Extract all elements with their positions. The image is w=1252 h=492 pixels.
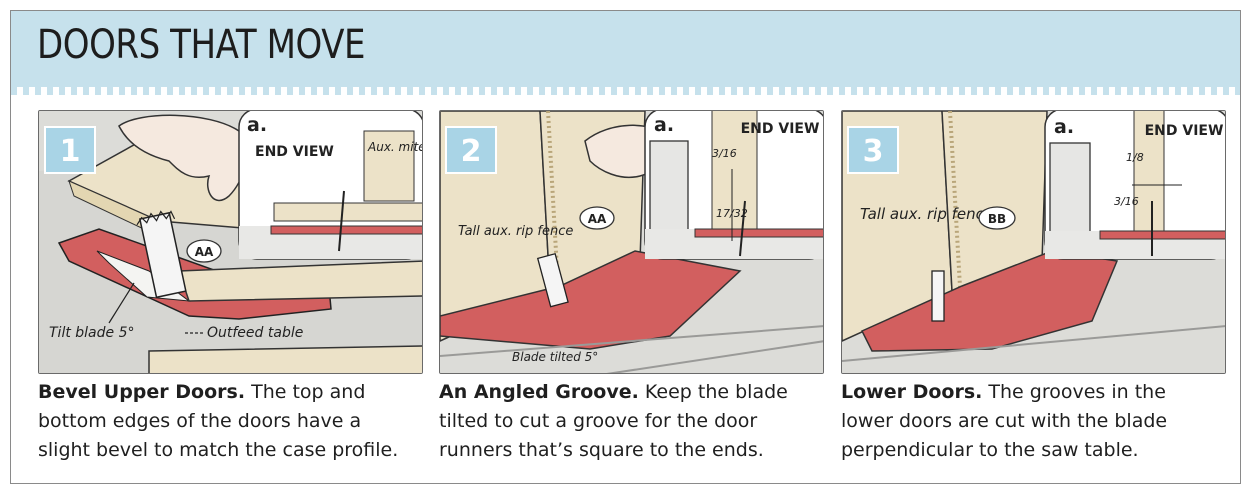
part-label: AA <box>588 212 607 226</box>
dimension-2: 3/16 <box>1114 195 1139 208</box>
caption-body: The grooves in the lower doors are cut w… <box>841 381 1168 461</box>
page-title: DOORS THAT MOVE <box>37 22 366 68</box>
step-1-caption: Bevel Upper Doors. The top and bottom ed… <box>38 378 408 465</box>
part-label: BB <box>988 212 1006 226</box>
fence-label: Tall aux. rip fence <box>458 224 573 239</box>
dimension-1: 1/8 <box>1126 151 1144 164</box>
part-label: AA <box>195 245 214 259</box>
outfeed-label: Outfeed table <box>207 325 303 341</box>
caption-heading: Bevel Upper Doors. <box>38 381 246 403</box>
detail-letter: a. <box>247 114 267 136</box>
tilt-label: Tilt blade 5° <box>49 325 134 341</box>
step-2-drawing: 2 Tall aux. rip fence AA Blade tilted 5°… <box>440 111 823 373</box>
view-label: END VIEW <box>741 121 820 137</box>
caption-heading: An Angled Groove. <box>439 381 639 403</box>
view-label: END VIEW <box>1145 123 1224 139</box>
header-divider <box>11 87 1240 95</box>
step-3-drawing: 3 Tall aux. rip fence BB a. END VIEW 1/8… <box>842 111 1225 373</box>
step-3-illustration: 3 Tall aux. rip fence BB a. END VIEW 1/8… <box>841 110 1226 374</box>
step-number: 2 <box>461 134 482 169</box>
detail-letter: a. <box>1054 116 1074 138</box>
step-number: 3 <box>863 134 884 169</box>
header-band <box>11 11 1240 87</box>
step-3-caption: Lower Doors. The grooves in the lower do… <box>841 378 1211 465</box>
detail-letter: a. <box>654 114 674 136</box>
aux-fence-label: Aux. miter fence <box>367 140 423 154</box>
dimension-1: 3/16 <box>712 147 737 160</box>
step-2-caption: An Angled Groove. Keep the blade tilted … <box>439 378 809 465</box>
step-1-illustration: 1 AA Tilt blade 5° Outfeed table a. END … <box>38 110 423 374</box>
step-1-drawing: 1 AA Tilt blade 5° Outfeed table a. END … <box>39 111 423 373</box>
blade-label: Blade tilted 5° <box>512 350 598 364</box>
caption-body: Keep the blade tilted to cut a groove fo… <box>439 381 788 461</box>
fence-label: Tall aux. rip fence <box>860 205 993 223</box>
caption-heading: Lower Doors. <box>841 381 983 403</box>
step-number: 1 <box>60 134 81 169</box>
view-label: END VIEW <box>255 144 334 160</box>
caption-body: The top and bottom edges of the doors ha… <box>38 381 399 461</box>
step-2-illustration: 2 Tall aux. rip fence AA Blade tilted 5°… <box>439 110 824 374</box>
